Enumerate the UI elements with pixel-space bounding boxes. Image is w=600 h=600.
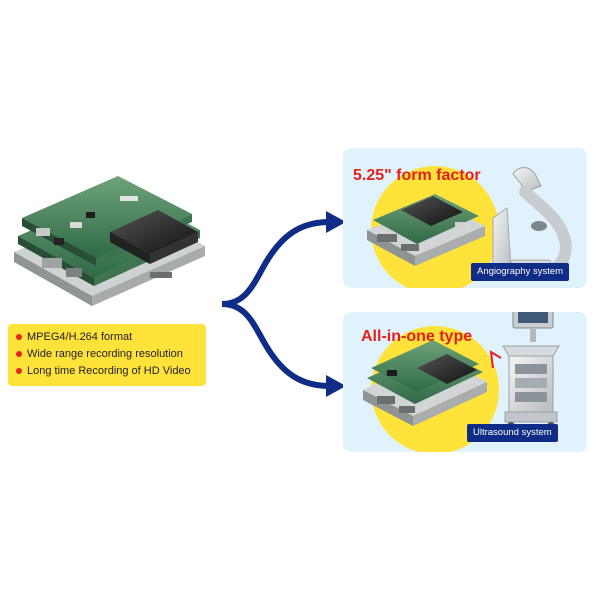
feature-text: Long time Recording of HD Video (27, 365, 191, 377)
ultrasound-panel: All-in-one type Ultrasound system (343, 312, 587, 452)
bullet-icon (16, 368, 22, 374)
form-factor-board-image (367, 194, 485, 266)
feature-list-box: MPEG4/H.264 format Wide range recording … (8, 324, 206, 386)
ultrasound-illustration (363, 312, 560, 452)
branch-arrows (150, 211, 346, 397)
angiography-panel: 5.25" form factor Angiography system (343, 148, 587, 288)
feature-item: Long time Recording of HD Video (14, 363, 200, 380)
feature-item: Wide range recording resolution (14, 346, 200, 363)
system-badge: Ultrasound system (467, 424, 558, 442)
arrow-head-top (326, 211, 346, 233)
panel-title: 5.25" form factor (353, 167, 481, 184)
feature-text: MPEG4/H.264 format (27, 331, 133, 343)
arrow-head-bottom (326, 375, 346, 397)
panel-title: All-in-one type (361, 328, 473, 345)
bullet-icon (16, 351, 22, 357)
feature-item: MPEG4/H.264 format (14, 329, 200, 346)
ultrasound-machine-image (489, 312, 560, 430)
angiography-machine-image (492, 167, 572, 281)
main-board-image (14, 176, 205, 306)
system-badge: Angiography system (471, 263, 570, 281)
bullet-icon (16, 334, 22, 340)
feature-text: Wide range recording resolution (27, 348, 183, 360)
all-in-one-board-image (363, 340, 487, 426)
